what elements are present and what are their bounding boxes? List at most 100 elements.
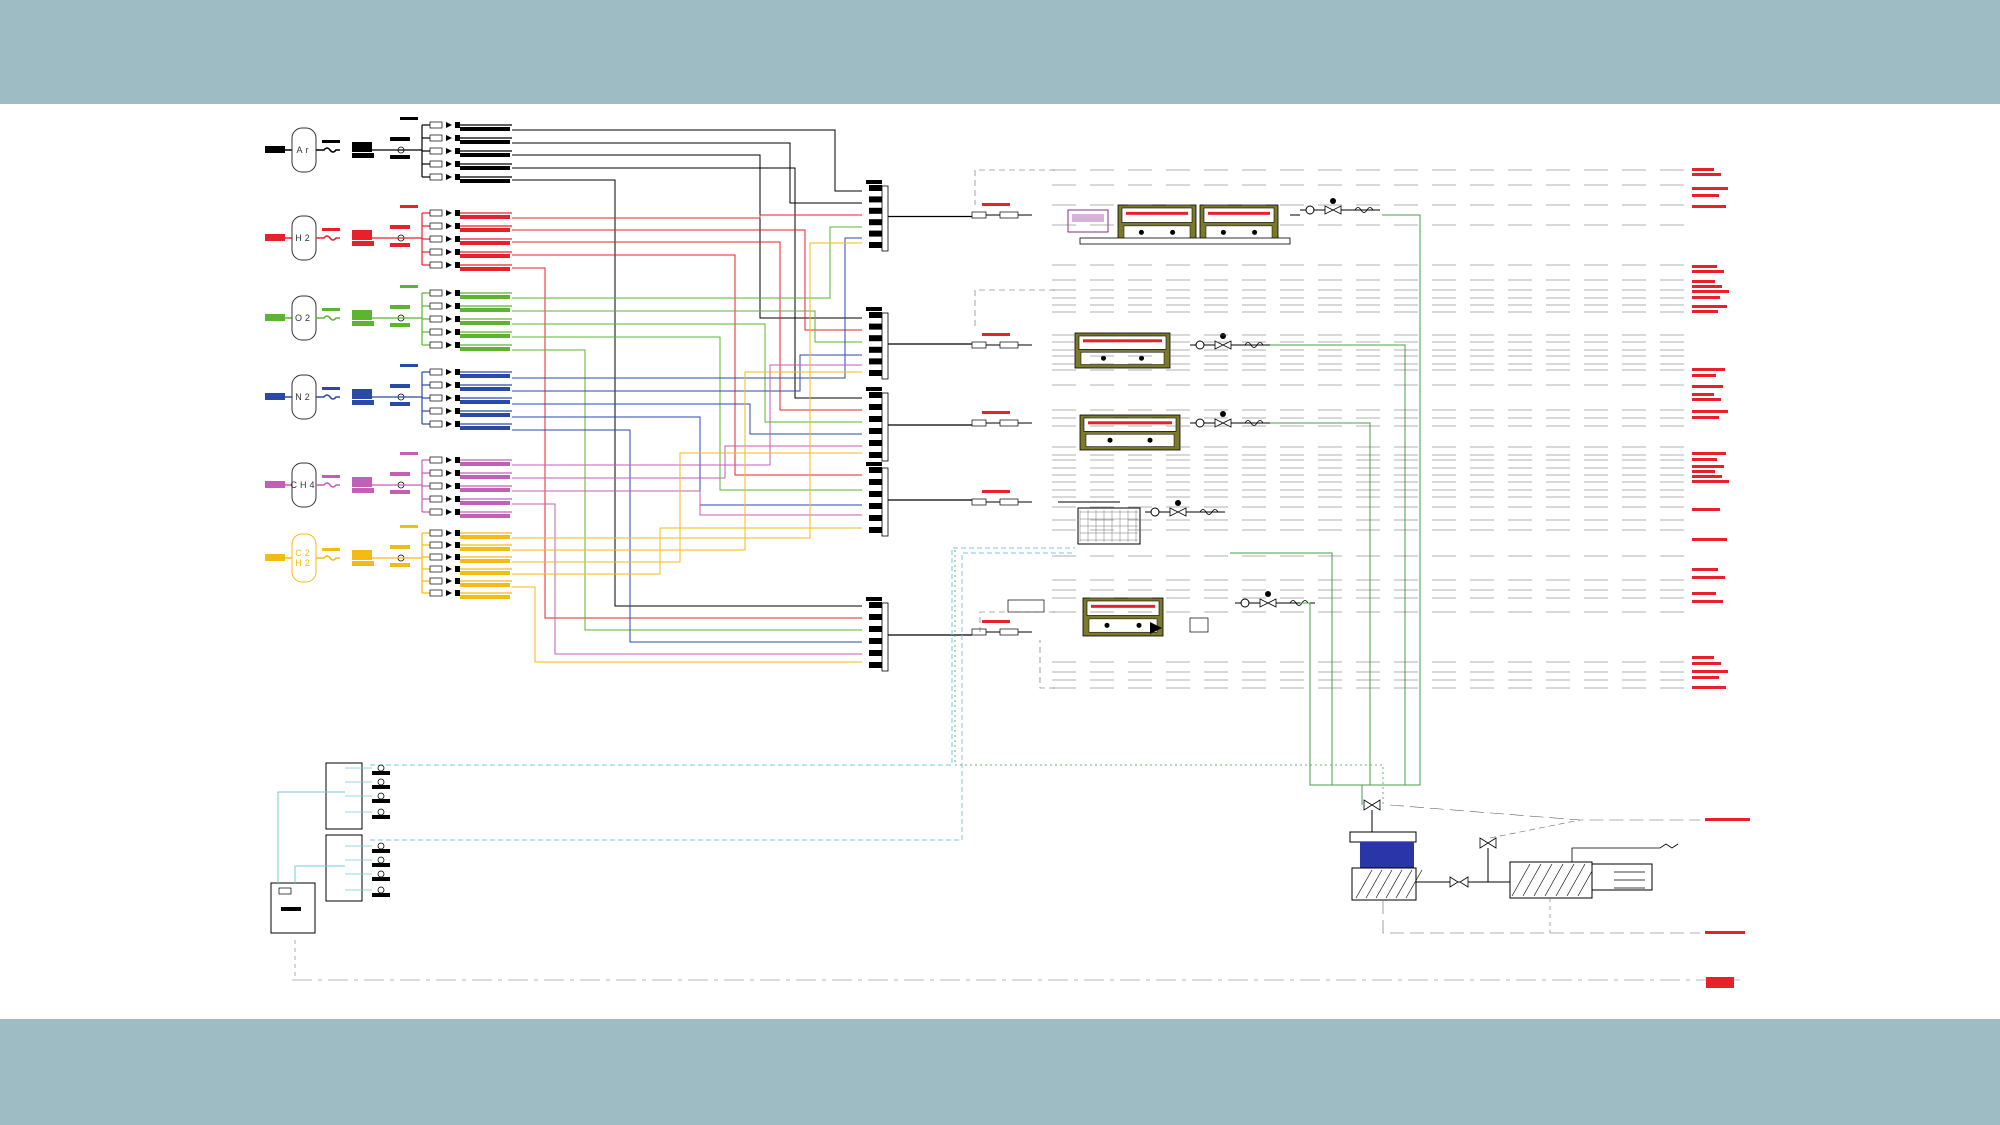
mfc-tag [460, 387, 510, 391]
sensor-tag [372, 849, 390, 853]
inlet-tag [982, 620, 1010, 623]
regulator-tag [352, 488, 374, 493]
needle-valve-icon [1214, 340, 1232, 350]
return-line-4 [1300, 602, 1362, 786]
check-valve-icon [446, 122, 452, 128]
mfc-icon [429, 508, 443, 516]
sensor-icon [377, 764, 385, 772]
manifold-valve-icon [869, 242, 882, 248]
mfc-icon [429, 469, 443, 477]
inlet-tag [265, 146, 285, 153]
label-tag-9 [1692, 290, 1729, 293]
label-tags [1692, 168, 1750, 988]
valve-handle-icon [1175, 500, 1181, 506]
check-valve-icon [446, 554, 452, 560]
check-valve-icon [446, 421, 452, 427]
sensor-tag [372, 877, 390, 881]
knob-icon [1220, 229, 1226, 235]
mfc-icon [429, 420, 443, 428]
mfc-icon [429, 529, 443, 537]
fitting [455, 329, 460, 335]
valve-handle-icon [1220, 411, 1226, 417]
label-tag-4 [1692, 205, 1726, 208]
check-valve-icon [446, 509, 452, 515]
mfc-tag [460, 400, 510, 404]
gas-route-4 [512, 179, 862, 607]
manifold-valve-icon [869, 370, 882, 376]
sensor-icon [377, 842, 385, 850]
inlet-assembly-1 [971, 333, 1032, 349]
valve-tag [390, 472, 410, 476]
manifold-valve-icon [869, 428, 882, 434]
furnace [1074, 332, 1171, 369]
fitting [455, 509, 460, 515]
controller-label [281, 907, 301, 911]
exhaust-hose [1289, 600, 1309, 606]
inlet-assembly-3 [971, 490, 1032, 506]
gas-route-15 [512, 237, 862, 379]
hatch [1555, 863, 1575, 897]
check-valve-icon [446, 161, 452, 167]
gas-route-27 [512, 527, 862, 575]
mfc-icon [429, 381, 443, 389]
manifold-header [881, 185, 889, 252]
pressure-gauge-icon [1195, 340, 1205, 350]
return-line-1 [1270, 344, 1406, 785]
mfc-icon [429, 173, 443, 181]
check-valve-icon [446, 210, 452, 216]
hatch [1365, 869, 1383, 899]
hatch [1405, 869, 1423, 899]
valve-tag [390, 137, 410, 141]
filter-icon [971, 628, 987, 636]
mfc-icon [429, 541, 443, 549]
hatch [1355, 869, 1373, 899]
label-tag-23 [1692, 470, 1715, 473]
filter-icon [971, 211, 987, 219]
manifold-valve-icon [869, 230, 882, 237]
fitting [455, 303, 460, 309]
fitting [455, 542, 460, 548]
gas-source-4: CH4 [265, 452, 512, 518]
mfc-tag [460, 426, 510, 430]
label-tag-30 [1692, 592, 1716, 595]
manifold-tag [866, 462, 882, 466]
fitting [455, 566, 460, 572]
fitting [455, 483, 460, 489]
mfc-tag [460, 295, 510, 299]
manifold-valve-icon [869, 185, 882, 191]
label-tag-27 [1692, 538, 1727, 541]
sensor-tag [372, 799, 390, 803]
mfc-tag [460, 413, 510, 417]
regulator-icon [999, 628, 1019, 636]
sensor-block-lower [325, 834, 363, 902]
knob-icon [1104, 622, 1110, 628]
manifold-0 [866, 180, 972, 252]
heating-zone [1126, 211, 1188, 215]
label-tag-11 [1692, 305, 1727, 308]
manifold-header [881, 392, 889, 462]
furnace-tube [1083, 417, 1177, 432]
hatch [1522, 863, 1542, 897]
instrument-line [370, 552, 1075, 841]
sensor-icon [377, 792, 385, 800]
exhaust-hose [1199, 509, 1219, 515]
sensor-tag [372, 815, 390, 819]
exhaust-valve-icon [1449, 876, 1469, 888]
label-tag-6 [1692, 270, 1724, 273]
gas-source-3: N2 [265, 364, 512, 430]
gas-route-12 [512, 323, 862, 423]
valve-tag [390, 225, 410, 229]
regulator-icon [999, 419, 1019, 427]
mfc-tag [460, 140, 510, 144]
regulator-tag [352, 153, 374, 158]
gas-route-2 [512, 154, 862, 319]
check-valve-icon [446, 395, 452, 401]
alarm-indicator [1706, 977, 1734, 988]
sensor-5 [345, 856, 390, 867]
valve-tag [390, 305, 410, 309]
knob-icon [1147, 437, 1153, 443]
mfc-tag [460, 267, 510, 271]
label-tag-21 [1692, 458, 1717, 461]
check-valve-icon [446, 578, 452, 584]
